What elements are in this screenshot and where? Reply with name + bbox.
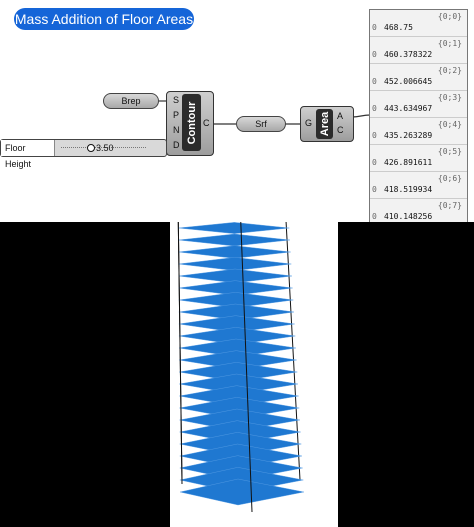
grasshopper-canvas[interactable]: Mass Addition of Floor Areas Brep S P N … [0,0,474,222]
panel-row-index: {0;4} [437,120,462,129]
brep-param-label: Brep [121,96,141,106]
floor-slab [178,303,295,321]
floor-slab [178,315,295,333]
tower-edge [240,222,253,513]
contour-input-p[interactable]: P [173,110,180,120]
panel-row-index: {0;7} [437,201,462,210]
panel-row: {0;5} 0 426.891611 [370,145,467,172]
floor-slab [178,268,293,284]
area-name: Area [318,111,331,137]
panel-row-item: 0 [372,185,377,194]
slider-track[interactable] [61,147,146,148]
panel-row-value: 443.634967 [384,104,433,113]
panel-row: {0;2} 0 452.006645 [370,64,467,91]
panel-row-value: 435.263289 [384,131,433,140]
area-output-a[interactable]: A [337,111,344,121]
floor-slab [178,257,292,271]
tower-model [177,222,305,513]
panel-row: {0;3} 0 443.634967 [370,91,467,118]
panel-row-value: 410.148256 [384,212,433,221]
panel-row-index: {0;3} [437,93,462,102]
panel-row-value: 452.006645 [384,77,433,86]
srf-param-label: Srf [255,119,267,129]
floor-slab [178,245,291,259]
area-output-c[interactable]: C [337,125,344,135]
panel-row-item: 0 [372,23,377,32]
wire-area-panel [351,114,371,118]
rhino-viewport[interactable] [170,222,338,527]
canvas-title-group[interactable]: Mass Addition of Floor Areas [14,8,194,30]
panel-row-item: 0 [372,158,377,167]
floor-slab [178,280,293,296]
panel-row-value: 426.891611 [384,158,433,167]
area-input-g[interactable]: G [305,118,313,128]
area-name-block: Area [316,109,333,139]
panel-row-item: 0 [372,104,377,113]
floor-height-slider[interactable]: Floor Height 3.50 [0,139,167,169]
contour-component[interactable]: S P N D Contour C [166,91,214,156]
panel-row: {0;0} 0 468.75 [370,10,467,37]
floor-slab [178,233,291,247]
floor-slab [179,478,305,506]
contour-input-s[interactable]: S [173,95,180,105]
contour-name: Contour [185,101,198,144]
output-panel[interactable]: {0;0} 0 468.75 {0;1} 0 460.378322 {0;2} 0 452.00… [369,9,468,222]
contour-input-d[interactable]: D [173,140,180,150]
srf-param[interactable]: Srf [236,116,286,132]
panel-row-item: 0 [372,131,377,140]
floor-slab [178,327,296,345]
floor-slab [178,222,290,234]
panel-row-index: {0;5} [437,147,462,156]
slider-knob[interactable] [87,144,95,152]
panel-row-index: {0;0} [437,12,462,21]
brep-param[interactable]: Brep [103,93,159,109]
tower-edge [177,222,183,485]
slider-label: Floor Height [1,140,55,169]
panel-row-value: 468.75 [384,23,413,32]
panel-row-item: 0 [372,50,377,59]
floor-slab [178,292,294,308]
panel-row-value: 460.378322 [384,50,433,59]
panel-row-index: {0;2} [437,66,462,75]
panel-row-index: {0;6} [437,174,462,183]
panel-row: {0;1} 0 460.378322 [370,37,467,64]
panel-row-item: 0 [372,77,377,86]
slider-value: 3.50 [96,143,114,153]
panel-row-item: 0 [372,212,377,221]
contour-output-c[interactable]: C [203,118,210,128]
panel-row: {0;6} 0 418.519934 [370,172,467,199]
panel-row-value: 418.519934 [384,185,433,194]
panel-row-index: {0;1} [437,39,462,48]
panel-row: {0;4} 0 435.263289 [370,118,467,145]
contour-input-n[interactable]: N [173,125,180,135]
contour-name-block: Contour [182,94,201,151]
area-component[interactable]: G Area A C [300,106,354,142]
panel-row: {0;7} 0 410.148256 [370,199,467,222]
